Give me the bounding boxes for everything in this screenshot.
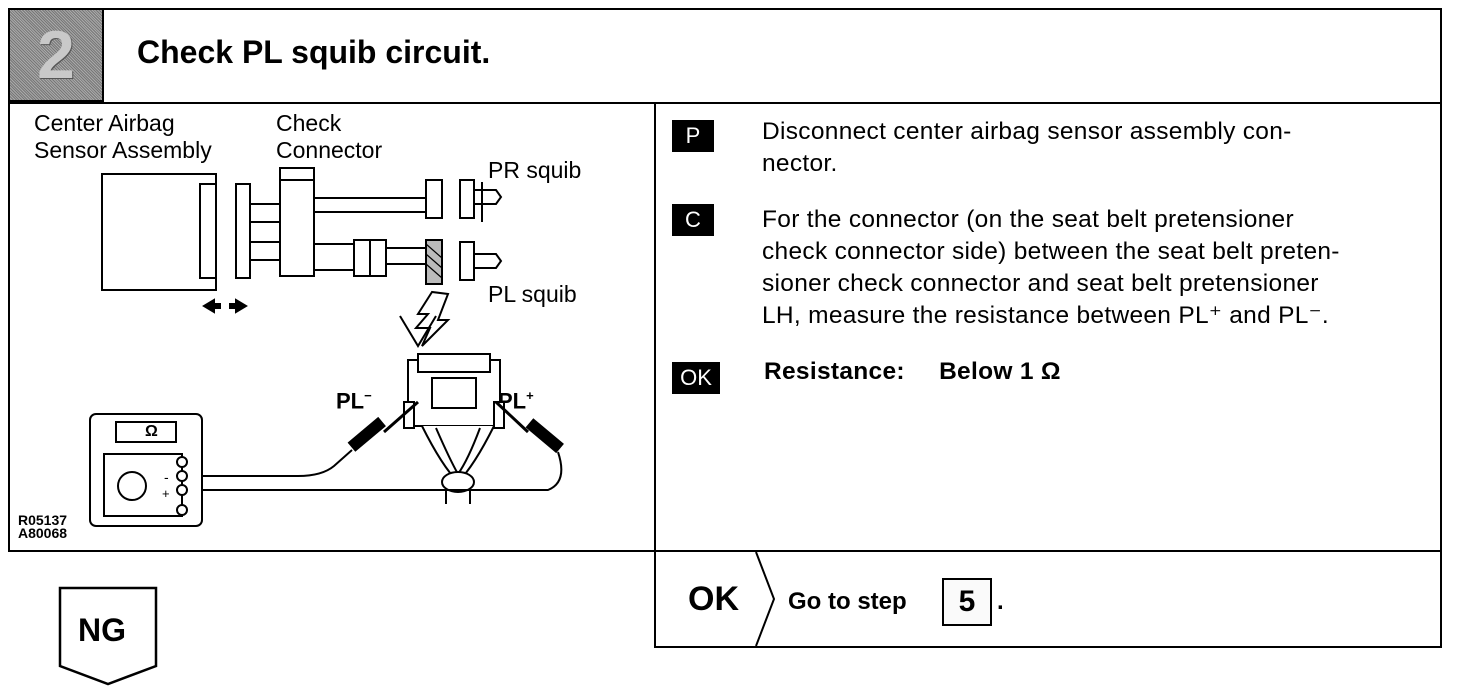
c-instruction-line4: LH, measure the resistance between PL⁺ a… <box>762 302 1330 329</box>
pl-test-connector <box>425 239 443 285</box>
sensor-connector <box>199 183 217 279</box>
c-instruction-line2: check connector side) between the seat b… <box>762 238 1340 265</box>
svg-text:+: + <box>162 486 170 501</box>
sensor-label-line2: Sensor Assembly <box>34 137 212 163</box>
procedure-tag-p: P <box>672 120 714 152</box>
sensor-label-line1: Center Airbag <box>34 110 175 136</box>
multimeter-display <box>115 421 177 443</box>
check-connector-label-line1: Check <box>276 110 342 136</box>
svg-text:-: - <box>164 469 169 485</box>
ok-result-box <box>654 550 1442 648</box>
ref-code-2: A80068 <box>18 525 68 541</box>
step-number: 2 <box>37 17 75 93</box>
resistance-value: Below 1 Ω <box>939 358 1061 385</box>
check-connector-label-line2: Connector <box>276 137 383 163</box>
pr-squib-label: PR squib <box>488 157 582 183</box>
resistance-label: Resistance: <box>764 358 905 385</box>
pl-squib-label: PL squib <box>488 281 577 307</box>
ng-result-shape <box>58 586 158 686</box>
p-instruction-line2: nector. <box>762 150 838 177</box>
disconnect-arrows <box>202 298 248 314</box>
ok-result-chevron <box>755 552 776 646</box>
goto-step-text: Go to step <box>788 588 907 615</box>
multimeter-ohm-label: Ω <box>145 423 158 440</box>
c-instruction-line3: sioner check connector and seat belt pre… <box>762 270 1319 297</box>
ref-code-1: R05137 <box>18 512 68 528</box>
goto-step-number[interactable]: 5 <box>942 578 992 626</box>
page-title: Check PL squib circuit. <box>137 34 491 70</box>
pl-minus-label: PL <box>336 388 365 414</box>
step-number-box: 2 <box>8 8 104 102</box>
check-connector-plate <box>235 183 251 279</box>
probe-plus <box>494 400 530 434</box>
p-instruction-line1: Disconnect center airbag sensor assembly… <box>762 118 1292 145</box>
wiring-diagram: - + <box>89 167 564 527</box>
probe-minus <box>383 400 419 434</box>
airbag-sensor-box <box>101 173 217 291</box>
ok-tag: OK <box>672 362 720 394</box>
ok-result-label: OK <box>688 580 739 618</box>
probe-arrow <box>413 290 451 347</box>
c-instruction-line1: For the connector (on the seat belt pret… <box>762 206 1294 233</box>
procedure-tag-c: C <box>672 204 714 236</box>
goto-step-period: . <box>997 588 1004 615</box>
check-connector-body <box>279 167 315 277</box>
ng-result-label: NG <box>78 612 126 648</box>
